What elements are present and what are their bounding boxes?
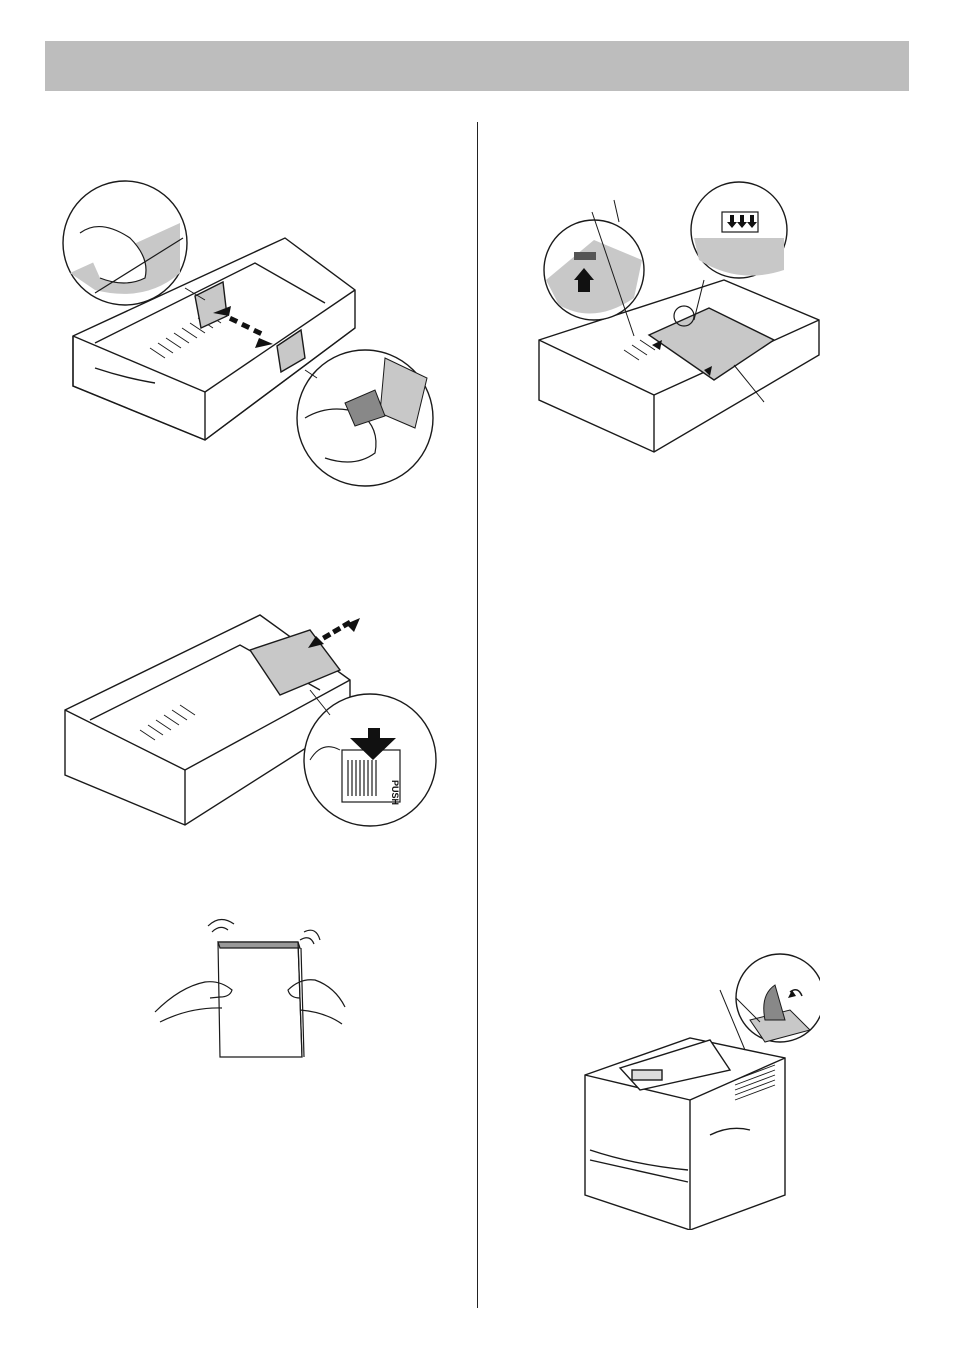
- push-label: PUSH: [390, 780, 400, 805]
- fanning-paper-stack-illustration: [150, 912, 350, 1062]
- printer-paper-stopper-illustration: [580, 950, 820, 1230]
- tray-side-guides-illustration: [55, 178, 435, 490]
- header-bar: [45, 41, 909, 91]
- paper-loaded-tray-illustration: [534, 180, 834, 460]
- column-divider: [477, 122, 478, 1308]
- tray-length-guide-illustration: PUSH: [60, 610, 440, 830]
